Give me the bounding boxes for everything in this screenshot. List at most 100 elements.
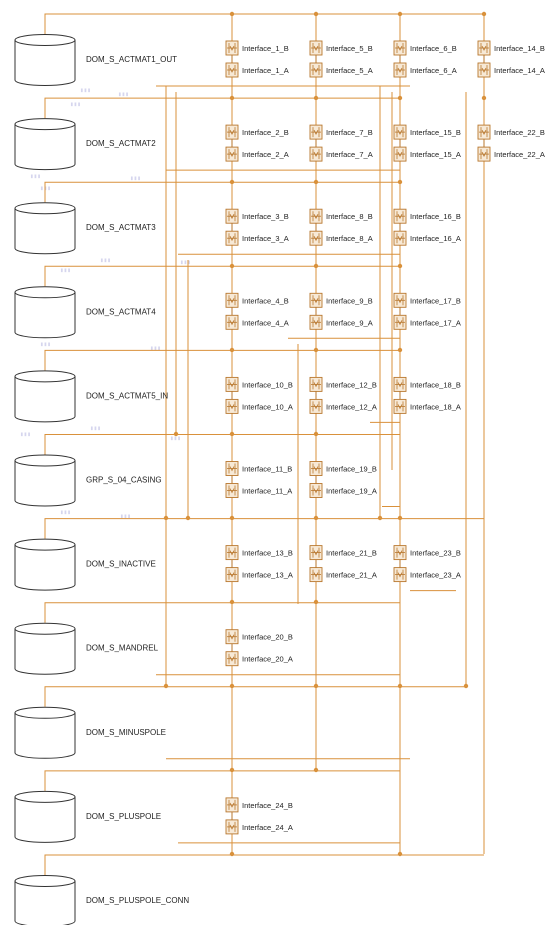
interface-b-label: Interface_18_B (410, 380, 461, 389)
interface-port-icon (225, 62, 239, 78)
domain-label: GRP_S_04_CASING (86, 476, 162, 485)
junction-dot (229, 347, 235, 353)
junction-dot (463, 683, 469, 689)
interface-a-label: Interface_17_A (410, 318, 461, 327)
interface-port-icon (225, 483, 239, 498)
interface-port-icon (225, 292, 239, 308)
domain-node[interactable]: DOM_S_MINUSPOLE (14, 706, 166, 759)
junction-dot (397, 263, 403, 269)
domain-node[interactable]: DOM_S_PLUSPOLE (14, 790, 161, 843)
interface-port-icon (225, 208, 239, 224)
ghost-label: ▮▮▮ (20, 431, 31, 438)
domain-node[interactable]: DOM_S_ACTMAT4 (14, 286, 156, 339)
junction-dot (313, 599, 319, 605)
interface-b-label: Interface_17_B (410, 296, 461, 305)
interface-port-icon (477, 40, 491, 56)
junction-dot (229, 95, 235, 101)
interface-port-icon (393, 208, 407, 224)
junction-dot (397, 11, 403, 17)
ghost-label: ▮▮▮ (180, 259, 191, 266)
ghost-label: ▮▮▮ (60, 267, 71, 274)
interface-port-icon (225, 124, 239, 140)
junction-dot (229, 683, 235, 689)
junction-dot (163, 515, 169, 521)
domain-cylinder-top (14, 454, 76, 467)
domain-node[interactable]: GRP_S_04_CASING (14, 454, 162, 507)
domain-cylinder-top (14, 538, 76, 551)
domain-node[interactable]: DOM_S_ACTMAT3 (14, 202, 156, 255)
domain-list: DOM_S_ACTMAT1_OUT DOM_S_ACTMAT2DOM_S_ACTM… (14, 34, 189, 925)
junction-dot (397, 179, 403, 185)
interface-a-label: Interface_20_A (242, 655, 293, 664)
interface-pair[interactable]: Interface_17_B Interface_17_A (393, 292, 461, 330)
interface-list: Interface_1_BInterface_1_AInterface_5_BI… (225, 40, 545, 835)
interface-a-label: Interface_4_A (242, 318, 289, 327)
domain-node[interactable]: DOM_S_ACTMAT5_IN (14, 370, 168, 423)
interface-b-label: Interface_5_B (326, 44, 373, 53)
interface-port-icon (477, 62, 491, 78)
interface-a-label: Interface_19_A (326, 487, 377, 496)
domain-label: DOM_S_PLUSPOLE (86, 812, 161, 821)
interface-port-icon (225, 651, 239, 667)
interface-port-icon (309, 376, 323, 392)
interface-b-label: Interface_16_B (410, 212, 461, 221)
interface-a-label: Interface_24_A (242, 823, 293, 832)
interface-port-icon (393, 314, 407, 330)
wire-junctions (163, 11, 487, 857)
interface-b-label: Interface_6_B (410, 44, 457, 53)
junction-dot (229, 11, 235, 17)
junction-dot (229, 767, 235, 773)
interface-port-icon (309, 398, 323, 414)
domain-node[interactable]: DOM_S_ACTMAT2 (14, 118, 156, 171)
interface-a-label: Interface_10_A (242, 402, 293, 411)
interface-pair[interactable]: Interface_20_B Interface_20_A (225, 629, 293, 667)
interface-pair[interactable]: Interface_16_B Interface_16_A (393, 208, 461, 246)
interface-a-label: Interface_6_A (410, 66, 457, 75)
domain-node[interactable]: DOM_S_PLUSPOLE_CONN (14, 875, 189, 925)
interface-port-icon (309, 62, 323, 78)
domain-label: DOM_S_MANDREL (86, 644, 159, 653)
domain-node[interactable]: DOM_S_ACTMAT1_OUT (14, 34, 177, 86)
interface-port-icon (225, 146, 239, 162)
domain-cylinder-top (14, 118, 76, 131)
domain-node[interactable]: DOM_S_MANDREL (14, 622, 159, 675)
junction-dot (229, 851, 235, 857)
interface-port-icon (393, 398, 407, 414)
interface-a-label: Interface_16_A (410, 234, 461, 243)
domain-cylinder-top (14, 622, 76, 635)
interface-pair[interactable]: Interface_6_B Interface_6_A (393, 40, 457, 78)
junction-dot (229, 179, 235, 185)
junction-dot (229, 599, 235, 605)
ghost-label: ▮▮▮ (90, 425, 101, 432)
interface-b-label: Interface_20_B (242, 633, 293, 642)
interface-port-icon (393, 62, 407, 78)
interface-b-label: Interface_12_B (326, 380, 377, 389)
domain-node[interactable]: DOM_S_INACTIVE (14, 538, 156, 591)
wire (44, 265, 400, 287)
junction-dot (229, 515, 235, 521)
interface-port-icon (393, 146, 407, 162)
junction-dot (163, 683, 169, 689)
domain-label: DOM_S_ACTMAT1_OUT (86, 55, 177, 64)
ghost-label: ▮▮▮ (30, 173, 41, 180)
